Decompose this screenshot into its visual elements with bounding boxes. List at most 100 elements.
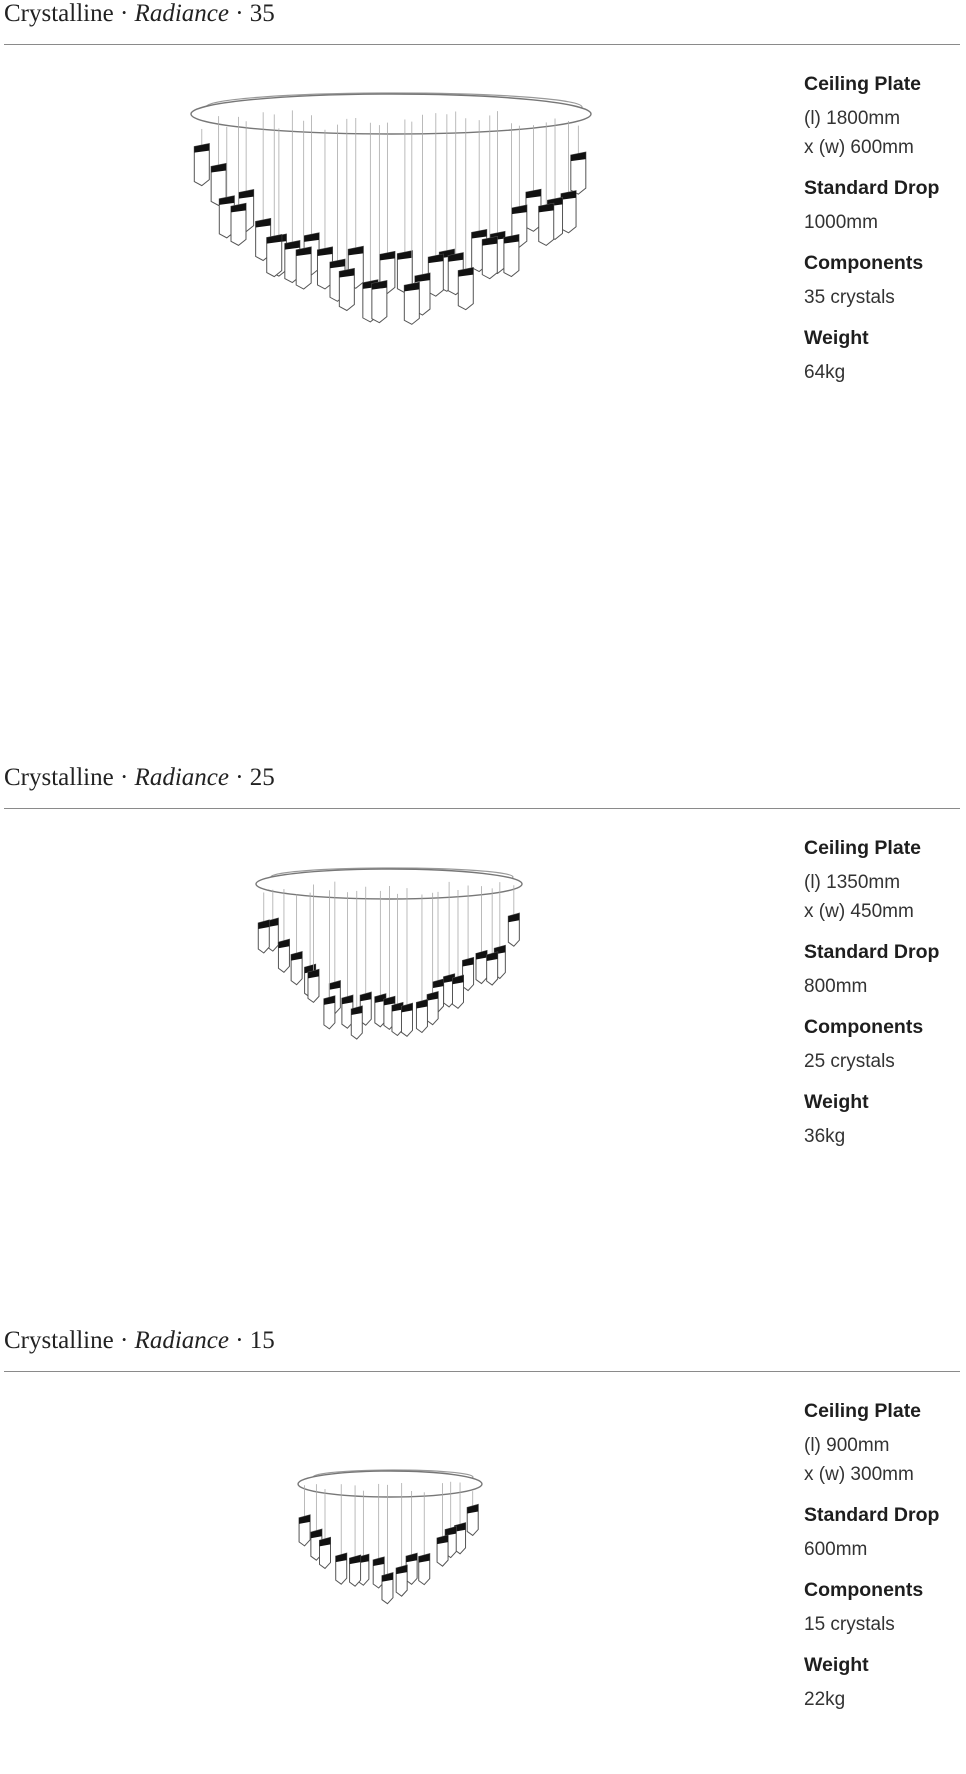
weight-label: Weight xyxy=(804,1091,869,1113)
crystal-cap xyxy=(319,1537,331,1547)
components-value: 25 crystals xyxy=(804,1051,895,1072)
crystal-cap xyxy=(381,1572,393,1582)
crystal-cap xyxy=(445,1526,457,1536)
divider xyxy=(4,44,960,45)
drop-label: Standard Drop xyxy=(804,177,940,199)
crystal-cap xyxy=(310,1529,322,1539)
crystal-cap xyxy=(401,1003,413,1013)
spec-list: Ceiling Plate (l) 900mm x (w) 300mm Stand… xyxy=(804,1399,964,1728)
weight-value: 64kg xyxy=(804,362,846,383)
crystal-cap xyxy=(396,1565,408,1575)
brand-name: Crystalline xyxy=(4,1327,114,1354)
crystal-cap xyxy=(448,252,464,262)
ceiling-plate xyxy=(297,1470,483,1498)
crystal-cap xyxy=(454,1522,466,1532)
model-name: Radiance xyxy=(134,1327,229,1354)
product-title: Crystalline · Radiance · 35 xyxy=(4,0,275,28)
crystal-cap xyxy=(428,254,444,264)
crystal-cap xyxy=(351,1006,363,1016)
plate-length: (l) 1800mm xyxy=(804,108,901,129)
crystal-cap xyxy=(383,996,395,1006)
crystal-cap xyxy=(432,979,444,989)
crystal-cap xyxy=(418,1553,430,1563)
crystal-cap xyxy=(339,268,355,278)
crystal-cap xyxy=(391,1002,403,1012)
ceiling-plate-value: (l) 1800mm x (w) 600mm xyxy=(804,104,964,162)
drop-value: 1000mm xyxy=(804,212,878,233)
chandelier-drawing xyxy=(190,92,592,325)
crystal-cap xyxy=(291,951,303,961)
crystal-cap xyxy=(304,232,320,242)
crystal-cap xyxy=(437,1535,449,1545)
crystal-cap xyxy=(443,973,455,983)
plate-width: x (w) 600mm xyxy=(804,137,914,158)
plate-length: (l) 1350mm xyxy=(804,872,901,893)
model-name: Radiance xyxy=(134,0,229,27)
crystal-cap xyxy=(476,950,488,960)
crystal-cap xyxy=(335,1553,347,1563)
drop-label: Standard Drop xyxy=(804,941,940,963)
crystal xyxy=(316,246,333,290)
plate-length: (l) 900mm xyxy=(804,1435,890,1456)
ceiling-plate-value: (l) 1350mm x (w) 450mm xyxy=(804,868,964,926)
crystal-cap xyxy=(397,250,413,260)
drop-label: Standard Drop xyxy=(804,1504,940,1526)
crystal-cap xyxy=(267,918,279,928)
crystal-cap xyxy=(538,203,554,213)
separator: · xyxy=(119,0,129,27)
crystal-cap xyxy=(348,246,364,256)
components-label: Components xyxy=(804,252,924,274)
crystal-cap xyxy=(238,189,254,199)
crystal xyxy=(481,236,498,280)
crystal-cap xyxy=(211,163,227,173)
crystal-cap xyxy=(416,999,428,1009)
chandelier-drawing xyxy=(297,1469,483,1605)
crystal-cap xyxy=(296,247,312,257)
plate-width: x (w) 300mm xyxy=(804,1464,914,1485)
crystal xyxy=(457,267,474,311)
brand-name: Crystalline xyxy=(4,0,114,27)
crystal-cap xyxy=(284,240,300,250)
crystal-cap xyxy=(503,234,519,244)
drop-value: 600mm xyxy=(804,1539,868,1560)
crystal-cap xyxy=(360,992,372,1002)
separator: · xyxy=(119,764,129,791)
crystal-cap xyxy=(258,920,270,930)
weight-value: 36kg xyxy=(804,1126,846,1147)
crystal-cap xyxy=(452,975,464,985)
crystal-cap xyxy=(307,969,319,979)
components-value: 35 crystals xyxy=(804,287,895,308)
crystal-cap xyxy=(561,190,577,200)
components-value: 15 crystals xyxy=(804,1614,895,1635)
size-number: 15 xyxy=(249,1327,275,1354)
product-title: Crystalline · Radiance · 15 xyxy=(4,1327,275,1355)
crystal-cap xyxy=(467,1504,479,1514)
crystal-cap xyxy=(317,246,333,256)
size-number: 25 xyxy=(249,764,275,791)
model-name: Radiance xyxy=(134,764,229,791)
components-label: Components xyxy=(804,1016,924,1038)
components-label: Components xyxy=(804,1579,924,1601)
crystal-cap xyxy=(508,913,520,923)
crystal-cap xyxy=(374,993,386,1003)
crystal-cap xyxy=(379,251,395,261)
chandelier-drawing xyxy=(255,867,523,1040)
separator: · xyxy=(119,1327,129,1354)
crystal-cap xyxy=(414,273,430,283)
crystal-cap xyxy=(219,195,235,205)
ceiling-plate-label: Ceiling Plate xyxy=(804,1400,922,1422)
crystal-cap xyxy=(329,259,345,269)
product-title: Crystalline · Radiance · 25 xyxy=(4,764,275,792)
crystal-cap xyxy=(266,234,282,244)
crystal-cap xyxy=(570,152,586,162)
crystal-cap xyxy=(194,143,210,153)
crystal xyxy=(570,151,587,195)
ceiling-plate xyxy=(190,93,592,135)
ceiling-plate-value: (l) 900mm x (w) 300mm xyxy=(804,1431,964,1489)
plate-width: x (w) 450mm xyxy=(804,901,914,922)
crystal-cap xyxy=(427,991,439,1001)
size-number: 35 xyxy=(249,0,275,27)
crystal-cap xyxy=(406,1553,418,1563)
